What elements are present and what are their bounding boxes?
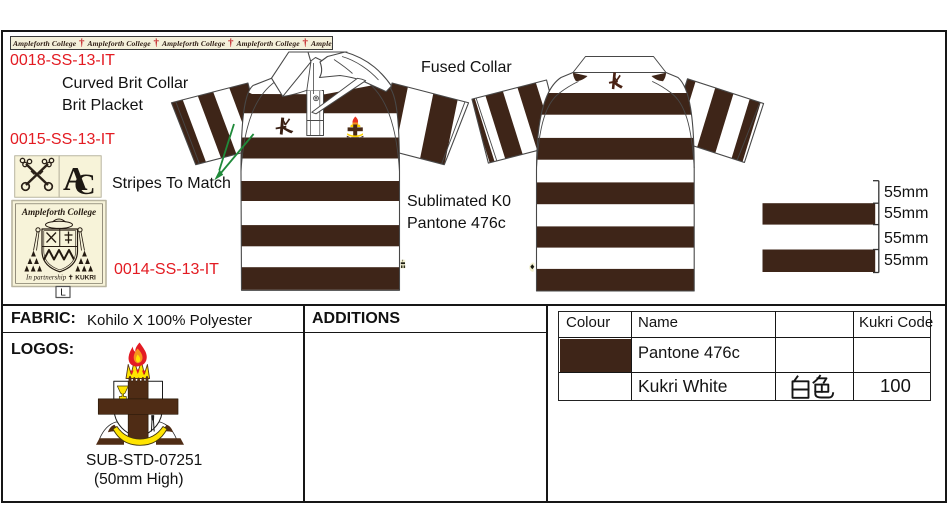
svg-text:In partnership: In partnership (25, 274, 67, 282)
svg-text:✝ KUKRI: ✝ KUKRI (68, 274, 96, 282)
svg-text:L: L (60, 288, 66, 299)
svg-text:A: A (63, 161, 88, 198)
svg-text:C: C (74, 168, 96, 201)
svg-text:Ampleforth College: Ampleforth College (21, 207, 96, 217)
